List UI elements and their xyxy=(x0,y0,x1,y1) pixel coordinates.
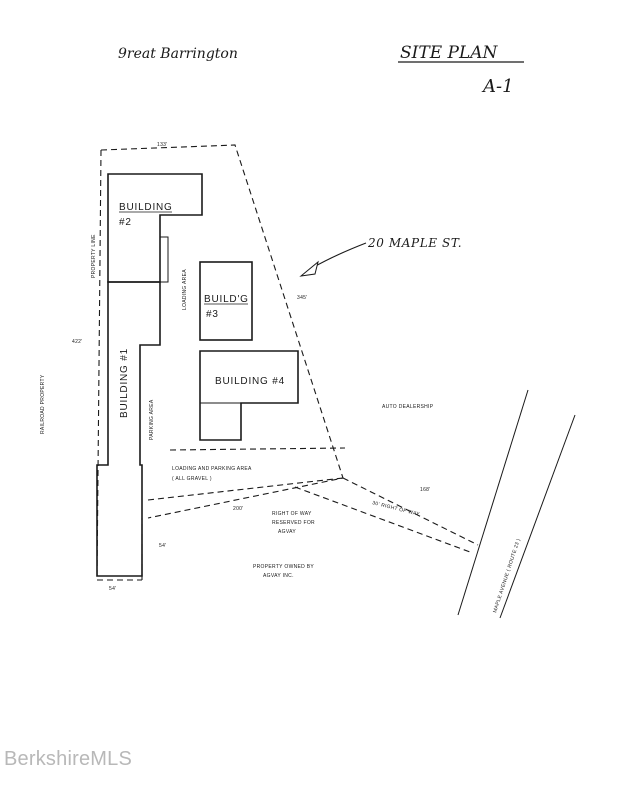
property-owned-label-2: AGVAY INC. xyxy=(263,573,294,579)
address-leader-line xyxy=(311,242,367,269)
building-3-number: #3 xyxy=(206,309,219,320)
address-arrow-head xyxy=(299,260,319,277)
dimension-south: 200' xyxy=(233,506,244,512)
loading-area-label: LOADING AREA xyxy=(182,269,188,310)
railroad-property-label: RAILROAD PROPERTY xyxy=(40,374,46,434)
property-line-label: PROPERTY LINE xyxy=(91,234,97,278)
plan-title: SITE PLAN xyxy=(400,43,499,63)
town-name: 9reat Barrington xyxy=(118,46,238,62)
right-of-way-north-line xyxy=(147,477,344,501)
building-1-outline xyxy=(96,281,161,577)
building-1-label: BUILDING #1 xyxy=(119,348,130,418)
maple-avenue-label: MAPLE AVENUE ( ROUTE 23 ) xyxy=(492,538,522,614)
loading-parking-area-label: LOADING AND PARKING AREA xyxy=(172,466,252,472)
dimension-stub: 54' xyxy=(159,543,166,549)
parking-area-divider xyxy=(169,447,346,451)
right-of-way-lower-line xyxy=(294,486,471,553)
building-4-outline xyxy=(199,350,299,441)
thirty-foot-row-label: 30' RIGHT OF WAY xyxy=(372,500,421,518)
property-owned-label-1: PROPERTY OWNED BY xyxy=(253,564,314,570)
dimension-diagonal: 345' xyxy=(297,295,308,301)
address-callout: 20 MAPLE ST. xyxy=(367,236,462,250)
sheet-number: A-1 xyxy=(481,76,514,97)
dimension-east: 168' xyxy=(420,487,431,493)
dimension-top: 133' xyxy=(157,142,168,148)
row-reserved-label-3: AGVAY xyxy=(278,529,296,535)
building-2-outline xyxy=(107,173,203,283)
building-2-name: BUILDING xyxy=(119,202,173,213)
row-reserved-label-1: RIGHT OF WAY xyxy=(272,511,312,517)
building-4-label: BUILDING #4 xyxy=(215,376,285,387)
parking-area-label: PARKING AREA xyxy=(149,399,155,440)
dimension-left: 422' xyxy=(72,339,83,345)
building-3-outline xyxy=(199,261,253,341)
dimension-bottom: 54' xyxy=(109,586,116,592)
building-2-loading-dock xyxy=(159,236,169,283)
building-2-number: #2 xyxy=(119,217,132,228)
loading-parking-gravel-label: ( ALL GRAVEL ) xyxy=(172,476,212,482)
berkshiremls-watermark: BerkshireMLS xyxy=(4,748,132,770)
property-boundary xyxy=(100,144,344,519)
auto-dealership-label: AUTO DEALERSHIP xyxy=(382,404,434,410)
right-of-way-upper-line xyxy=(342,477,479,546)
maple-avenue-west-edge xyxy=(457,389,529,616)
row-reserved-label-2: RESERVED FOR xyxy=(272,520,315,526)
maple-avenue-east-edge xyxy=(499,414,576,619)
property-line-west xyxy=(96,149,102,581)
building-3-name: BUILD'G xyxy=(204,294,249,305)
